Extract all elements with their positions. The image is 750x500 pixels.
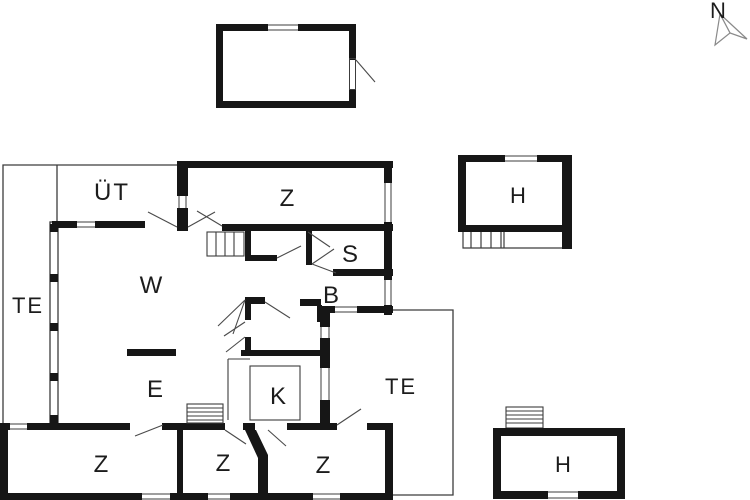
door-swings bbox=[134, 210, 362, 447]
room-label-kitchen: K bbox=[270, 383, 286, 410]
room-label-covered-terrace: ÜT bbox=[94, 179, 130, 206]
north-arrow-icon: N bbox=[710, 0, 748, 47]
main-house bbox=[0, 161, 454, 500]
room-label-room-bottom-left: Z bbox=[94, 451, 109, 478]
annex-top-window bbox=[505, 155, 537, 162]
annex-bottom-right bbox=[493, 406, 625, 499]
hall-staircase bbox=[206, 231, 245, 257]
terrace-right-outline bbox=[392, 309, 454, 496]
terrace-left-outline bbox=[2, 164, 177, 425]
room-label-bath: B bbox=[323, 282, 339, 309]
room-label-room-top: Z bbox=[280, 185, 295, 212]
room-label-annex-top: H bbox=[510, 183, 526, 208]
annex-bottom-window bbox=[548, 491, 578, 499]
annex-top-right bbox=[458, 155, 572, 249]
annex-top-walls bbox=[458, 155, 572, 249]
room-label-dining: E bbox=[147, 376, 163, 403]
room-label-room-bottom-mid: Z bbox=[216, 450, 231, 477]
annex-bottom-stairs bbox=[505, 406, 544, 429]
fireplace bbox=[127, 349, 176, 356]
room-label-annex-bottom: H bbox=[555, 452, 571, 477]
room-label-terrace-right: TE bbox=[385, 374, 417, 399]
room-label-living: W bbox=[140, 272, 163, 299]
angled-wall bbox=[245, 430, 268, 495]
annex-bottom-walls bbox=[493, 428, 625, 499]
kitchen-counter bbox=[227, 358, 301, 421]
main-house-walls bbox=[0, 161, 393, 500]
room-label-room-bottom-right: Z bbox=[316, 452, 331, 479]
north-label: N bbox=[710, 0, 726, 23]
dining-staircase bbox=[186, 403, 224, 424]
room-label-terrace-left: TE bbox=[12, 293, 44, 318]
room-label-s: S bbox=[342, 241, 358, 268]
outbuilding-top-window bbox=[268, 24, 356, 90]
outbuilding-top bbox=[216, 24, 376, 108]
main-house-windows bbox=[10, 183, 392, 500]
outbuilding-top-door-swing bbox=[355, 59, 376, 83]
outbuilding-top-walls bbox=[216, 24, 356, 108]
annex-top-porch-steps bbox=[462, 232, 562, 249]
room-labels: ÜT Z TE W S B E K TE Z Z Z H H bbox=[12, 179, 571, 479]
